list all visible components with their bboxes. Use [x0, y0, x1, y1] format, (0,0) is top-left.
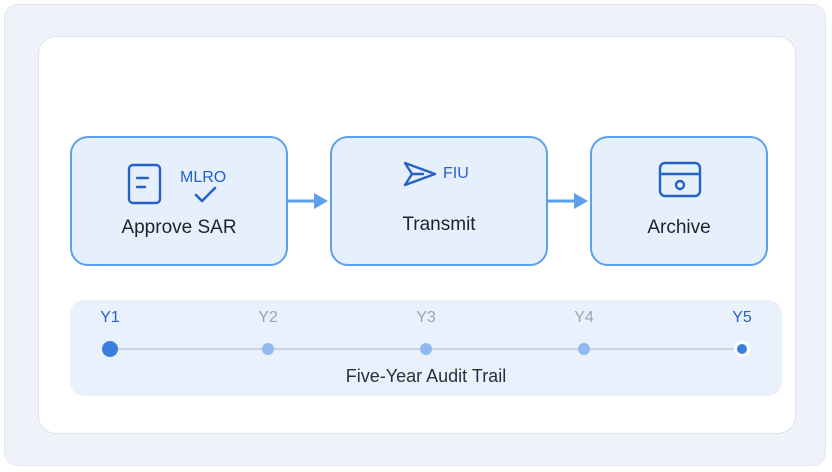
arrow-right-icon	[288, 193, 328, 209]
checkmark-icon	[194, 186, 217, 203]
step-label: Approve SAR	[121, 217, 237, 238]
step-archive: Archive	[590, 136, 768, 266]
fiu-badge: FIU	[443, 165, 469, 182]
timeline-dot-y3	[420, 343, 432, 355]
year-label-y2: Y2	[258, 309, 278, 326]
year-label-y5: Y5	[732, 309, 752, 326]
step-transmit: FIU Transmit	[330, 136, 548, 266]
archive-box-icon	[658, 161, 702, 198]
audit-timeline: Y1 Y2 Y3 Y4 Y5 Five-Year Audit Trail	[70, 300, 782, 396]
timeline-dot-y4	[578, 343, 590, 355]
timeline-title: Five-Year Audit Trail	[345, 366, 507, 386]
timeline-dot-y1	[102, 341, 118, 357]
step-label: Transmit	[402, 214, 476, 235]
year-label-y3: Y3	[416, 309, 436, 326]
mlro-badge: MLRO	[180, 169, 227, 186]
timeline-dot-y2	[262, 343, 274, 355]
year-label-y4: Y4	[574, 309, 594, 326]
arrow-right-icon	[548, 193, 588, 209]
step-approve-sar: MLRO Approve SAR	[70, 136, 288, 266]
step-label: Archive	[647, 217, 711, 238]
year-label-y1: Y1	[100, 309, 120, 326]
send-icon	[403, 161, 437, 187]
timeline-dot-y5	[734, 341, 750, 357]
document-icon	[127, 163, 162, 205]
